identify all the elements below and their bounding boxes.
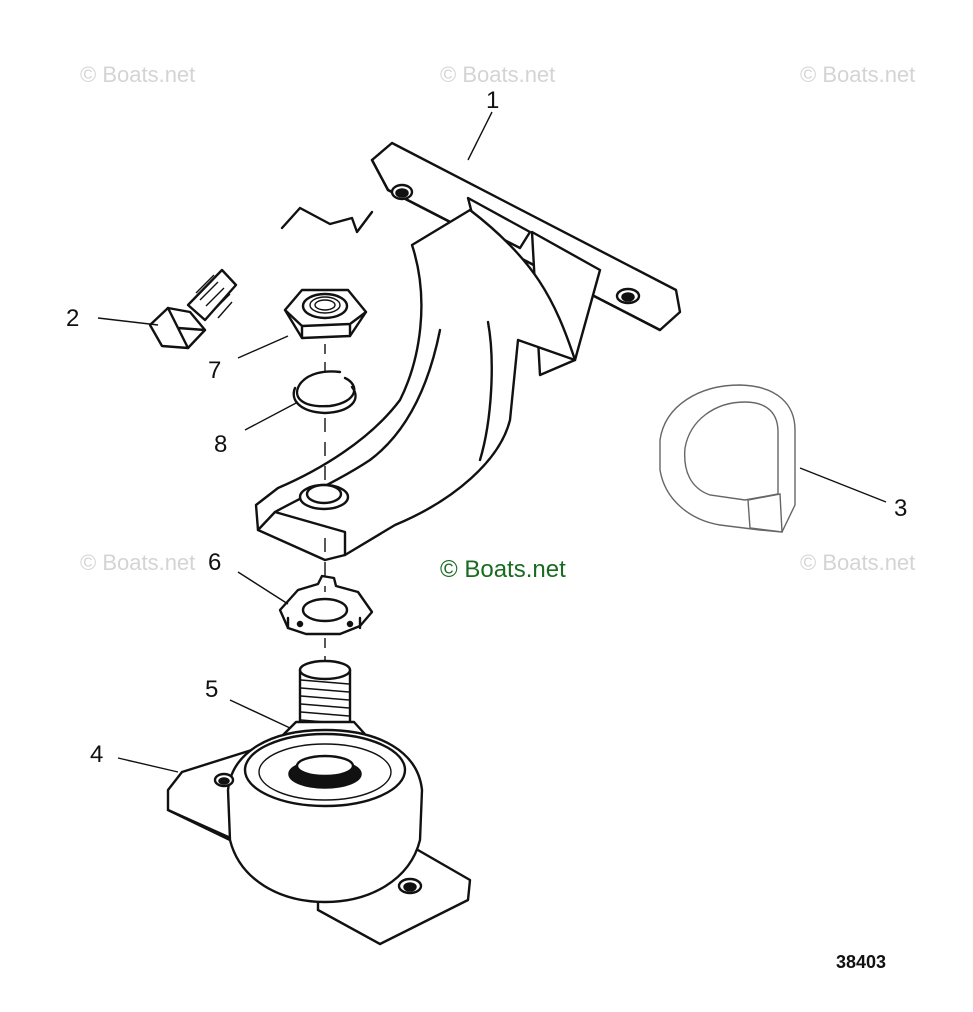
callout-4: 4	[90, 741, 103, 768]
watermark-mid-right: © Boats.net	[800, 550, 915, 575]
callout-6: 6	[208, 549, 221, 576]
callout-1: 1	[486, 87, 499, 114]
lock-washer-part-8[interactable]	[292, 370, 357, 415]
bolt-part-2[interactable]	[148, 268, 238, 350]
tab-washer-part-6[interactable]	[278, 574, 374, 636]
cover-part-3[interactable]	[659, 384, 796, 533]
callout-5: 5	[205, 676, 218, 703]
figure-number: 38403	[836, 952, 886, 972]
callout-3: 3	[894, 495, 907, 522]
watermark-center: © Boats.net	[440, 556, 566, 583]
watermark-top-right: © Boats.net	[800, 62, 915, 87]
leader-lines	[97, 111, 887, 773]
callout-2: 2	[66, 305, 79, 332]
bracket-part-1[interactable]	[254, 141, 682, 562]
watermark-top-center: © Boats.net	[440, 62, 555, 87]
mount-part-4[interactable]	[166, 728, 472, 946]
watermark-mid-left: © Boats.net	[80, 550, 195, 575]
watermark-top-left: © Boats.net	[80, 62, 195, 87]
callout-8: 8	[214, 431, 227, 458]
callout-7: 7	[208, 357, 221, 384]
nut-part-7[interactable]	[283, 288, 368, 340]
